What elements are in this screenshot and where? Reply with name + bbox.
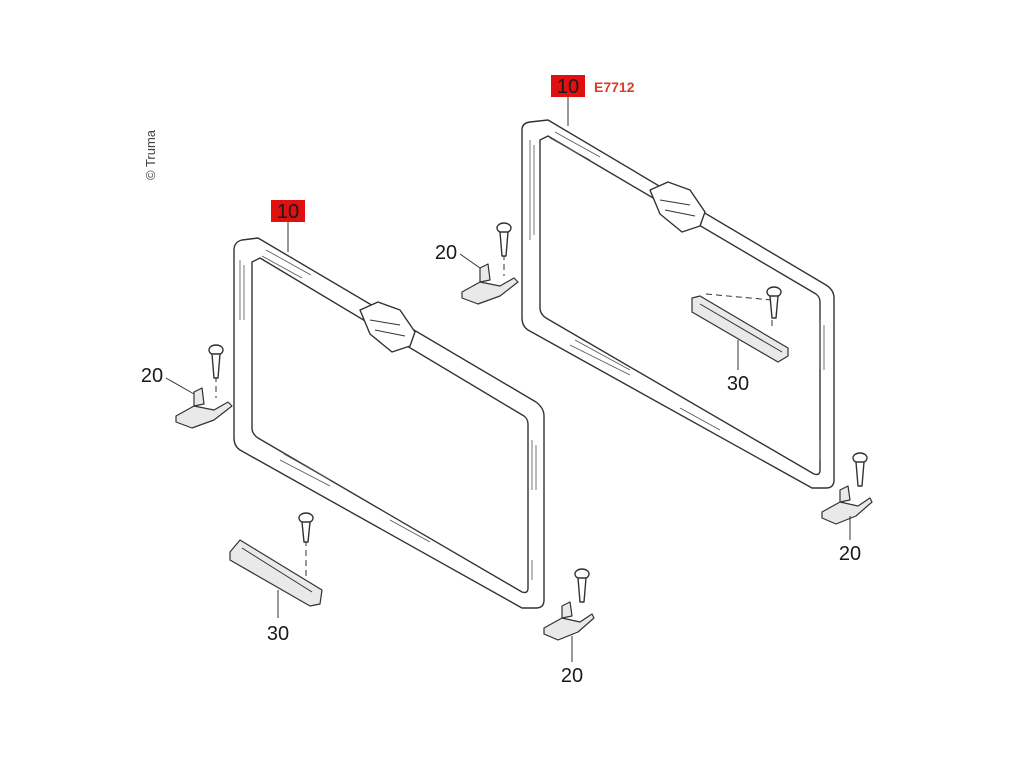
callout-rail-right: 30 bbox=[727, 340, 749, 395]
callout-highlight-box bbox=[551, 75, 585, 97]
callout-frame-left: 10 bbox=[271, 200, 305, 252]
callout-number: 20 bbox=[141, 365, 163, 387]
callout-rail-left: 30 bbox=[267, 590, 289, 645]
leader-line bbox=[459, 253, 481, 269]
screw-icon bbox=[574, 568, 590, 603]
screw-icon bbox=[766, 286, 782, 319]
copyright-text: © Truma bbox=[143, 129, 158, 180]
leader-line bbox=[165, 377, 195, 395]
callout-bracket-right-top: 20 bbox=[435, 242, 481, 269]
callout-highlight-box bbox=[271, 200, 305, 222]
callout-number: 20 bbox=[839, 543, 861, 565]
callout-frame-right: 10 E7712 bbox=[551, 75, 635, 126]
bracket-left-top bbox=[175, 376, 233, 429]
callout-bracket-right-bottom: 20 bbox=[839, 516, 861, 565]
bracket-right-bottom bbox=[821, 485, 873, 525]
callout-number: 30 bbox=[267, 623, 289, 645]
screw-icon bbox=[852, 452, 868, 487]
frame-right bbox=[521, 119, 835, 489]
callout-number: 30 bbox=[727, 373, 749, 395]
callout-bracket-left-top: 20 bbox=[141, 365, 195, 395]
callout-bracket-bottom-center: 20 bbox=[561, 636, 583, 687]
frame-left bbox=[233, 237, 545, 609]
callout-number: 20 bbox=[435, 242, 457, 264]
callout-number: 10 bbox=[557, 76, 579, 98]
callout-number: 20 bbox=[561, 665, 583, 687]
screw-icon bbox=[496, 222, 512, 257]
rail-left bbox=[229, 539, 323, 607]
callout-number: 10 bbox=[277, 201, 299, 223]
bracket-bottom-center bbox=[543, 601, 595, 641]
bracket-right-top bbox=[461, 254, 519, 305]
rail-right bbox=[691, 293, 789, 363]
screw-icon bbox=[208, 344, 224, 379]
drawing-code: E7712 bbox=[594, 79, 635, 95]
screw-icon bbox=[298, 512, 314, 543]
